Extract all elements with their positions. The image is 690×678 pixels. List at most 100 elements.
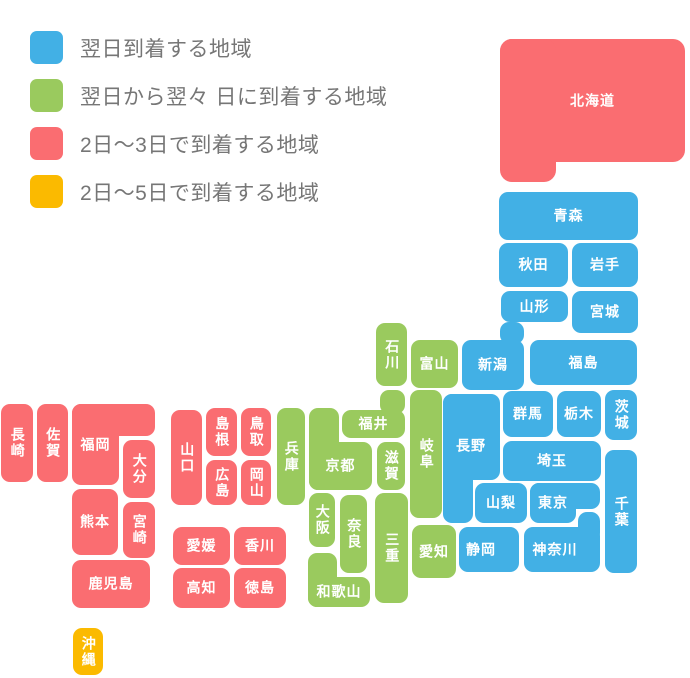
prefecture-osaka-label: 大阪 bbox=[314, 504, 331, 536]
prefecture-tochigi-label: 栃木 bbox=[564, 405, 594, 422]
prefecture-kagawa-shape bbox=[234, 527, 286, 565]
prefecture-gunma-label: 群馬 bbox=[513, 405, 543, 422]
prefecture-yamagata-label: 山形 bbox=[519, 297, 550, 314]
prefecture-niigata-shape bbox=[500, 322, 524, 344]
prefecture-chiba-shape bbox=[605, 450, 637, 573]
prefecture-iwate-label: 岩手 bbox=[590, 256, 620, 273]
prefecture-ishikawa-label: 石川 bbox=[384, 338, 401, 371]
prefecture-fukui-label: 福井 bbox=[358, 415, 389, 432]
prefecture-okinawa-label: 沖縄 bbox=[80, 635, 97, 668]
prefecture-tokushima-shape bbox=[234, 568, 286, 608]
prefecture-wakayama-label: 和歌山 bbox=[316, 583, 362, 600]
prefecture-fukuoka-shape bbox=[72, 404, 119, 485]
prefecture-mie-shape bbox=[375, 493, 408, 603]
prefecture-kyoto-label: 京都 bbox=[325, 457, 356, 474]
prefecture-miyagi-label: 宮城 bbox=[590, 303, 620, 320]
prefecture-kanagawa-label: 神奈川 bbox=[532, 541, 578, 558]
prefecture-kochi-label: 高知 bbox=[186, 579, 217, 596]
prefecture-mie-label: 三重 bbox=[384, 532, 401, 564]
legend-label: 2日〜3日で到着する地域 bbox=[80, 133, 320, 157]
prefecture-yamaguchi-label: 山口 bbox=[179, 441, 196, 474]
prefecture-kumamoto-label: 熊本 bbox=[80, 513, 110, 530]
prefecture-nagasaki-shape bbox=[1, 404, 33, 482]
prefecture-hiroshima-shape bbox=[206, 460, 237, 505]
prefecture-niigata-label: 新潟 bbox=[478, 356, 508, 373]
prefecture-yamanashi-shape bbox=[475, 483, 527, 523]
prefecture-tokushima-label: 徳島 bbox=[245, 579, 275, 596]
prefecture-tottori-label: 鳥取 bbox=[248, 416, 265, 448]
prefecture-shizuoka-shape bbox=[459, 527, 519, 572]
prefecture-niigata-shape bbox=[462, 340, 524, 390]
prefecture-fukui-shape bbox=[380, 390, 405, 414]
prefecture-fukushima-shape bbox=[530, 340, 637, 385]
legend-item-next-to-second-day: 翌日から翌々 日に到着する地域 bbox=[30, 79, 443, 112]
prefecture-miyazaki-label: 宮崎 bbox=[131, 514, 148, 546]
prefecture-miyazaki-shape bbox=[123, 502, 155, 558]
prefecture-ishikawa-shape bbox=[376, 323, 407, 386]
prefecture-toyama-shape bbox=[411, 340, 458, 388]
prefecture-iwate-shape bbox=[572, 243, 638, 287]
prefecture-ibaraki-shape bbox=[605, 390, 637, 440]
legend-item-two-to-three-days: 2日〜3日で到着する地域 bbox=[30, 127, 443, 160]
prefecture-chiba-label: 千葉 bbox=[613, 495, 630, 528]
prefecture-kochi-shape bbox=[173, 568, 230, 608]
prefecture-tochigi-shape bbox=[557, 391, 601, 437]
prefecture-hyogo-shape bbox=[277, 408, 305, 505]
prefecture-shimane-label: 島根 bbox=[214, 416, 231, 448]
legend-item-next-day: 翌日到着する地域 bbox=[30, 31, 443, 64]
legend-swatch-two-to-three-days bbox=[30, 127, 63, 160]
legend-swatch-next-day bbox=[30, 31, 63, 64]
prefecture-wakayama-shape bbox=[308, 577, 370, 607]
prefecture-gunma-shape bbox=[503, 391, 553, 437]
prefecture-okinawa-shape bbox=[73, 628, 103, 675]
prefecture-nara-shape bbox=[340, 495, 367, 573]
legend-swatch-two-to-five-days bbox=[30, 175, 63, 208]
prefecture-hokkaido-shape bbox=[500, 39, 556, 182]
prefecture-aomori-label: 青森 bbox=[553, 207, 584, 224]
prefecture-shiga-label: 滋賀 bbox=[383, 450, 400, 482]
prefecture-nagano-label: 長野 bbox=[456, 437, 486, 454]
prefecture-okayama-label: 岡山 bbox=[248, 466, 265, 499]
prefecture-saga-shape bbox=[37, 404, 68, 482]
prefecture-kumamoto-shape bbox=[72, 489, 118, 555]
prefecture-kagawa-label: 香川 bbox=[245, 537, 275, 554]
prefecture-tottori-shape bbox=[241, 408, 271, 456]
prefecture-kagoshima-shape bbox=[72, 560, 150, 608]
legend-item-two-to-five-days: 2日〜5日で到着する地域 bbox=[30, 175, 443, 208]
prefecture-kagoshima-label: 鹿児島 bbox=[88, 575, 134, 592]
prefecture-yamaguchi-shape bbox=[171, 410, 202, 505]
prefecture-tokyo-shape bbox=[530, 483, 576, 523]
prefecture-hyogo-label: 兵庫 bbox=[283, 440, 300, 473]
prefecture-aichi-label: 愛知 bbox=[419, 542, 449, 559]
prefecture-saitama-shape bbox=[503, 441, 601, 481]
prefecture-hiroshima-label: 広島 bbox=[214, 466, 231, 499]
legend: 翌日到着する地域翌日から翌々 日に到着する地域 2日〜3日で到着する地域 2日〜5日… bbox=[0, 0, 443, 232]
prefecture-ehime-shape bbox=[173, 527, 230, 565]
prefecture-yamagata-shape bbox=[501, 291, 568, 322]
prefecture-saga-label: 佐賀 bbox=[45, 427, 62, 459]
prefecture-oita-shape bbox=[123, 440, 155, 498]
prefecture-akita-label: 秋田 bbox=[518, 256, 549, 273]
prefecture-saitama-label: 埼玉 bbox=[537, 452, 567, 469]
prefecture-hokkaido-label: 北海道 bbox=[570, 91, 615, 108]
prefecture-toyama-label: 富山 bbox=[419, 355, 450, 372]
prefecture-fukushima-label: 福島 bbox=[568, 353, 599, 370]
legend-label: 翌日から翌々 日に到着する地域 bbox=[80, 85, 388, 109]
prefecture-oita-label: 大分 bbox=[131, 453, 148, 485]
prefecture-miyagi-shape bbox=[572, 291, 638, 333]
prefecture-tokyo-label: 東京 bbox=[538, 494, 568, 511]
legend-label: 2日〜5日で到着する地域 bbox=[80, 181, 320, 205]
prefecture-nara-label: 奈良 bbox=[346, 518, 363, 550]
prefecture-okayama-shape bbox=[241, 460, 271, 505]
prefecture-ehime-label: 愛媛 bbox=[186, 537, 217, 554]
prefecture-shimane-shape bbox=[206, 408, 237, 456]
prefecture-kanagawa-shape bbox=[578, 512, 600, 542]
legend-swatch-next-to-second-day bbox=[30, 79, 63, 112]
prefecture-nagano-shape bbox=[443, 394, 473, 523]
prefecture-kyoto-shape bbox=[309, 442, 372, 490]
prefecture-aichi-shape bbox=[412, 525, 456, 578]
prefecture-shiga-shape bbox=[377, 442, 405, 490]
prefecture-akita-shape bbox=[499, 243, 568, 287]
prefecture-nagasaki-label: 長崎 bbox=[9, 427, 26, 459]
